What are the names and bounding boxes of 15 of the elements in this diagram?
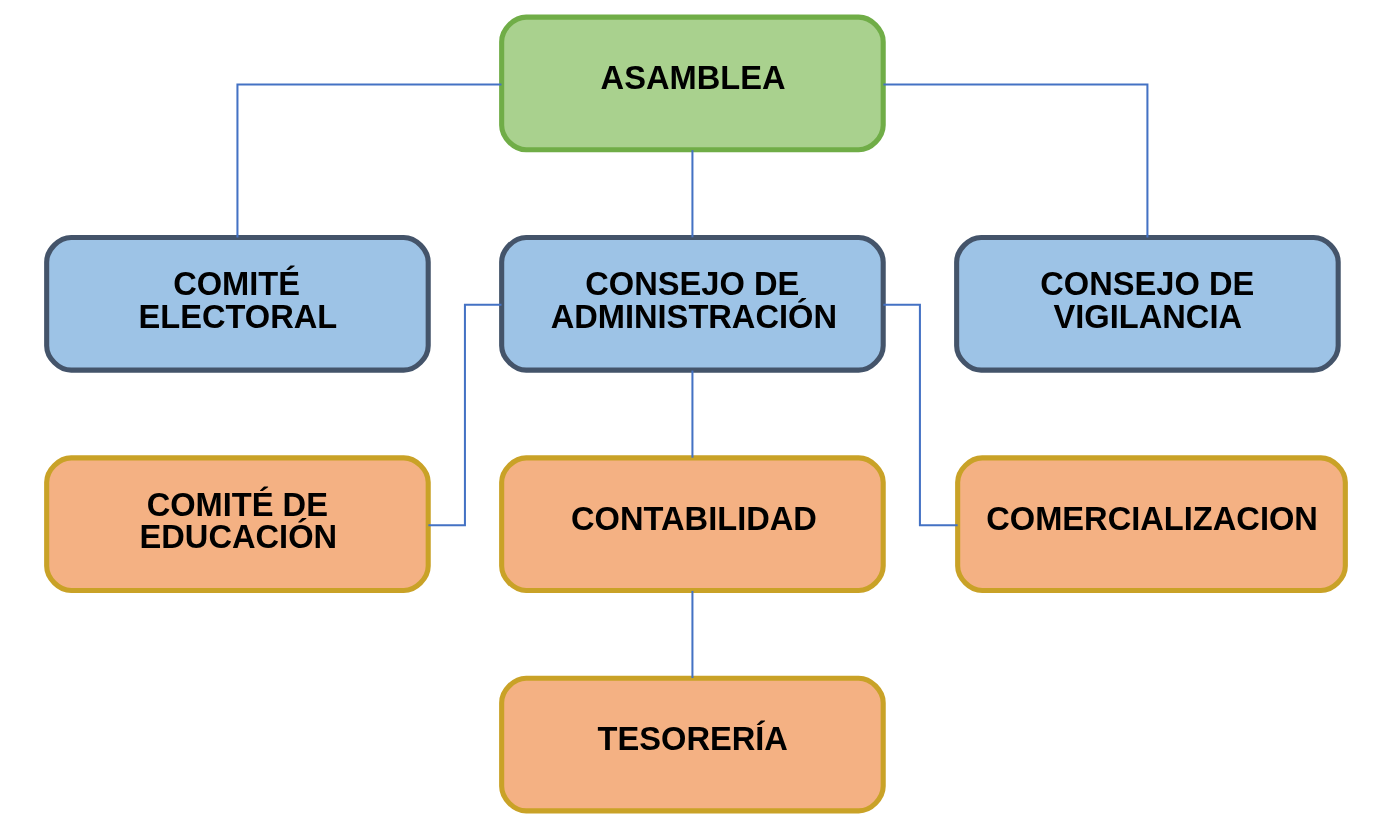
node-box: COMITÉ ELECTORAL	[43, 234, 431, 373]
node-box: CONSEJO DE ADMINISTRACIÓN	[498, 234, 886, 373]
connector	[235, 82, 501, 237]
node-box: ASAMBLEA	[498, 14, 886, 152]
connector	[690, 590, 693, 678]
node-box: CONSEJO DE VIGILANCIA	[953, 234, 1341, 373]
node-box: TESORERÍA	[498, 675, 886, 813]
node-box: COMERCIALIZACION	[954, 454, 1348, 593]
connector	[690, 370, 693, 458]
node-box: COMITÉ DE EDUCACIÓN	[43, 454, 431, 593]
connector	[882, 303, 958, 526]
node-box: CONTABILIDAD	[498, 454, 886, 593]
connector	[882, 82, 1148, 237]
connector	[690, 149, 693, 237]
connector	[427, 303, 501, 526]
